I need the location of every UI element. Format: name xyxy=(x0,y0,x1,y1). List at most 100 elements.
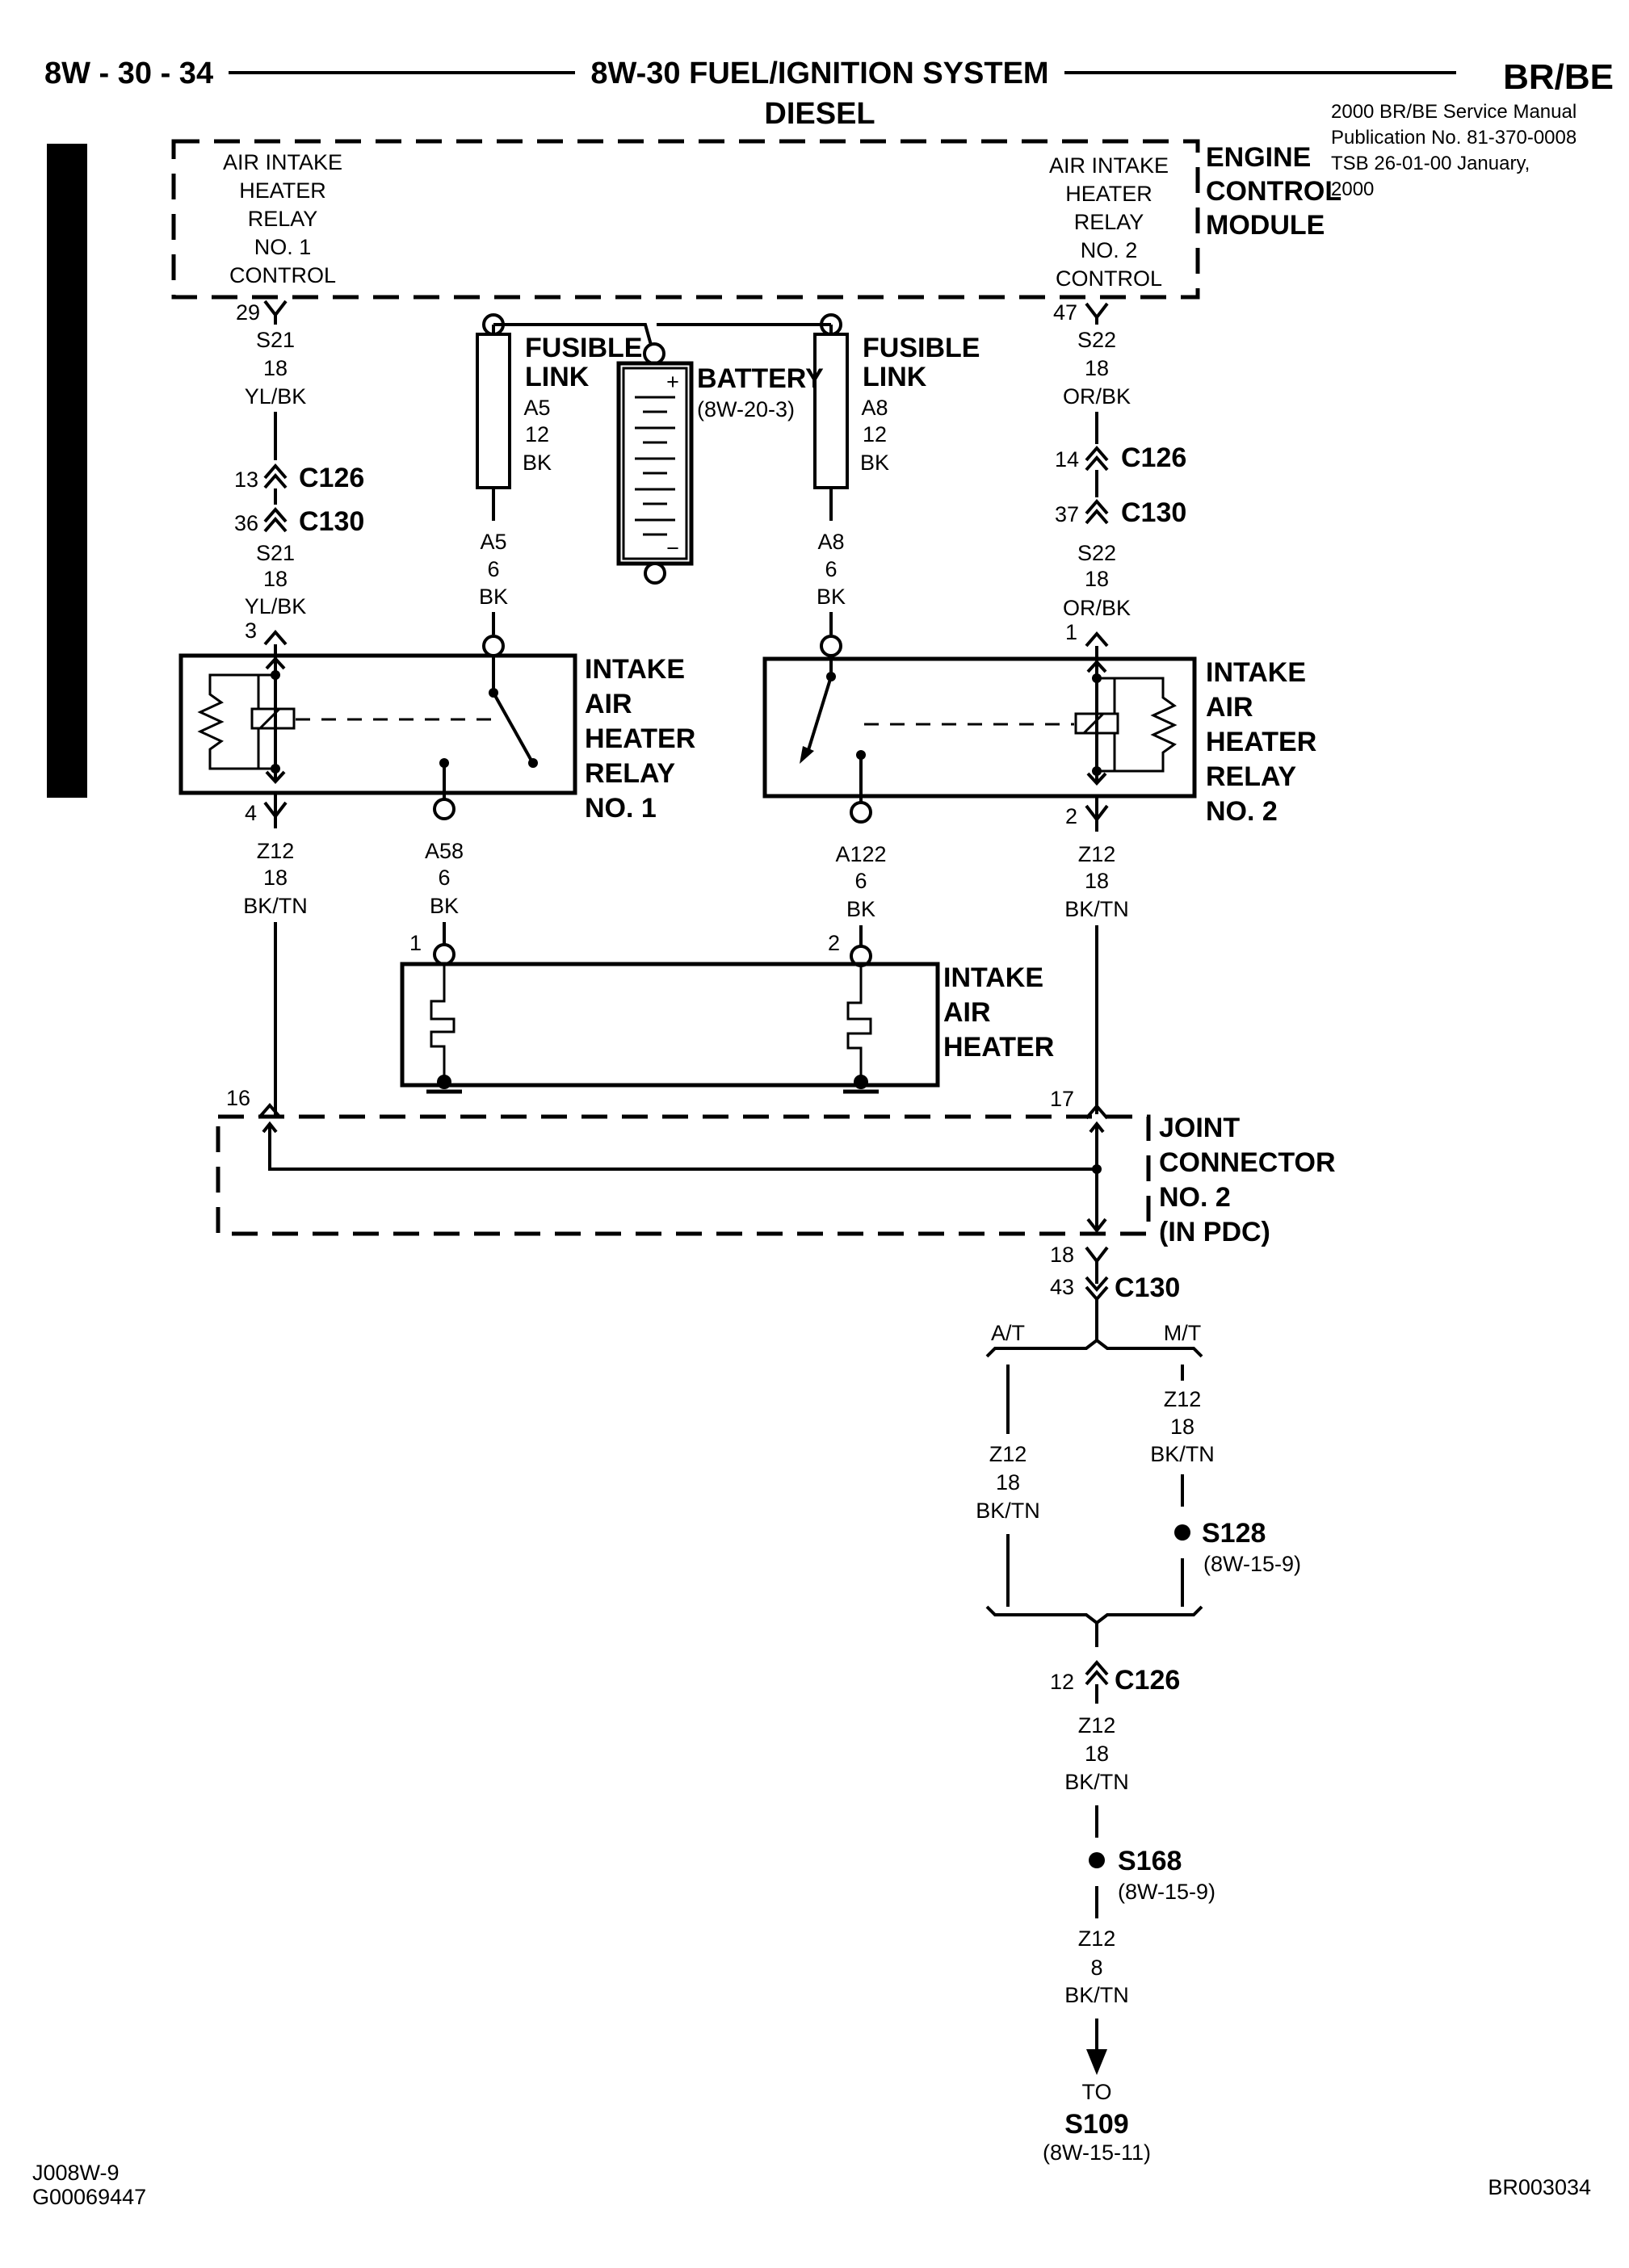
svg-text:1: 1 xyxy=(1065,620,1077,644)
svg-text:S22: S22 xyxy=(1077,541,1116,565)
joint-connector-name-2: CONNECTOR xyxy=(1159,1147,1336,1178)
relay1-name-3: HEATER xyxy=(585,723,695,754)
ecm-name-1: ENGINE xyxy=(1206,142,1311,173)
ecm-pin-47: 47 xyxy=(1053,300,1077,325)
svg-text:12: 12 xyxy=(1050,1670,1074,1694)
svg-text:Z12: Z12 xyxy=(1078,842,1116,866)
svg-text:S21: S21 xyxy=(256,541,295,565)
svg-text:BK: BK xyxy=(846,897,875,921)
page-title: 8W-30 FUEL/IGNITION SYSTEM xyxy=(590,57,1048,90)
relay1-name-4: RELAY xyxy=(585,758,675,789)
publication-line-4: 2000 xyxy=(1331,178,1374,200)
svg-text:18: 18 xyxy=(1050,1243,1074,1267)
relay-no-1 xyxy=(178,635,577,820)
svg-text:BK/TN: BK/TN xyxy=(1064,1770,1129,1794)
svg-text:Z12: Z12 xyxy=(1078,1713,1116,1738)
battery-feed xyxy=(482,313,842,365)
svg-text:HEATER: HEATER xyxy=(1065,182,1152,206)
footer-figure-id: BR003034 xyxy=(1488,2175,1591,2199)
svg-text:6: 6 xyxy=(854,869,867,893)
model-code: BR/BE xyxy=(1503,57,1614,97)
c130-label-right: C130 xyxy=(1121,497,1186,528)
svg-text:12: 12 xyxy=(525,422,549,446)
fusible-link-a8 xyxy=(813,333,849,489)
ecm-left-label: AIR INTAKE HEATER RELAY NO. 1 CONTROL xyxy=(223,150,342,287)
svg-text:A58: A58 xyxy=(425,839,464,863)
fusible-link-a5 xyxy=(476,333,511,489)
heater-name-3: HEATER xyxy=(943,1032,1054,1063)
ecm-pin-29: 29 xyxy=(236,300,260,325)
heater-name-1: INTAKE xyxy=(943,962,1043,993)
intake-air-heater: 1 2 xyxy=(400,931,940,1094)
publication-line-2: Publication No. 81-370-0008 xyxy=(1331,127,1577,149)
right-branch: 47 S22 18 OR/BK 14 C126 37 C130 S22 18 O… xyxy=(1053,300,1186,659)
battery-ref: (8W-20-3) xyxy=(697,397,795,421)
svg-text:A5: A5 xyxy=(523,396,550,420)
fusible-link-a5-name-2: LINK xyxy=(525,362,590,392)
svg-text:S22: S22 xyxy=(1077,328,1116,352)
svg-text:YL/BK: YL/BK xyxy=(245,594,307,618)
at-label: A/T xyxy=(991,1321,1025,1345)
page-ref: 8W - 30 - 34 xyxy=(44,57,213,90)
engine-control-module-box xyxy=(171,139,1200,300)
svg-text:BK/TN: BK/TN xyxy=(976,1499,1040,1523)
svg-text:OR/BK: OR/BK xyxy=(1063,384,1131,409)
relay2-name-3: HEATER xyxy=(1206,727,1316,757)
ecm-right-label: AIR INTAKE HEATER RELAY NO. 2 CONTROL xyxy=(1049,153,1169,291)
fusible-link-a5-name-1: FUSIBLE xyxy=(525,333,642,363)
svg-text:36: 36 xyxy=(234,511,258,535)
svg-text:CONTROL: CONTROL xyxy=(1056,266,1162,291)
svg-text:18: 18 xyxy=(263,567,288,591)
svg-text:HEATER: HEATER xyxy=(239,178,326,203)
battery: + − xyxy=(616,361,694,585)
mt-label: M/T xyxy=(1164,1321,1202,1345)
svg-text:18: 18 xyxy=(1085,356,1109,380)
svg-text:BK/TN: BK/TN xyxy=(1064,897,1129,921)
svg-text:43: 43 xyxy=(1050,1275,1074,1299)
svg-text:18: 18 xyxy=(1085,567,1109,591)
c126-label-right: C126 xyxy=(1121,442,1186,473)
svg-text:13: 13 xyxy=(234,467,258,492)
svg-text:A8: A8 xyxy=(861,396,888,420)
svg-text:A8: A8 xyxy=(817,530,844,554)
splice-s109: S109 xyxy=(1064,2109,1128,2140)
c126-label: C126 xyxy=(299,463,364,493)
ecm-name-3: MODULE xyxy=(1206,210,1325,241)
svg-text:S21: S21 xyxy=(256,328,295,352)
joint-connector-name-3: NO. 2 xyxy=(1159,1182,1231,1213)
svg-text:BK: BK xyxy=(479,585,508,609)
svg-text:18: 18 xyxy=(1085,869,1109,893)
svg-text:NO. 2: NO. 2 xyxy=(1081,238,1138,262)
page-subtitle: DIESEL xyxy=(764,97,875,131)
joint-connector-name-1: JOINT xyxy=(1159,1113,1240,1143)
svg-text:6: 6 xyxy=(825,557,837,581)
joint-connector-no-2: 16 17 xyxy=(216,1086,1151,1236)
margin-bar xyxy=(47,144,87,798)
relay1-name-1: INTAKE xyxy=(585,654,685,685)
c130-label-lower: C130 xyxy=(1115,1272,1180,1303)
svg-text:BK: BK xyxy=(430,894,459,918)
relay-no-2 xyxy=(762,635,1197,824)
svg-text:6: 6 xyxy=(438,866,450,890)
svg-text:2: 2 xyxy=(1065,804,1077,828)
publication-line-3: TSB 26-01-00 January, xyxy=(1331,153,1530,174)
svg-text:A122: A122 xyxy=(835,842,886,866)
joint-connector-name-4: (IN PDC) xyxy=(1159,1217,1270,1247)
svg-text:BK/TN: BK/TN xyxy=(1150,1442,1215,1466)
svg-text:14: 14 xyxy=(1055,447,1079,472)
svg-text:OR/BK: OR/BK xyxy=(1063,596,1131,620)
svg-text:16: 16 xyxy=(226,1086,250,1110)
svg-text:BK: BK xyxy=(860,451,889,475)
splice-s109-ref: (8W-15-11) xyxy=(1043,2140,1151,2165)
splice-s168: S168 xyxy=(1118,1846,1182,1876)
footer-code-2: G00069447 xyxy=(32,2185,146,2209)
svg-text:A5: A5 xyxy=(480,530,506,554)
heater-name-2: AIR xyxy=(943,997,991,1028)
fusible-link-a8-name-1: FUSIBLE xyxy=(863,333,980,363)
svg-text:Z12: Z12 xyxy=(1164,1387,1202,1411)
svg-text:4: 4 xyxy=(245,801,257,825)
relay2-name-5: NO. 2 xyxy=(1206,796,1278,827)
svg-text:RELAY: RELAY xyxy=(1074,210,1144,234)
svg-text:18: 18 xyxy=(1170,1415,1194,1439)
